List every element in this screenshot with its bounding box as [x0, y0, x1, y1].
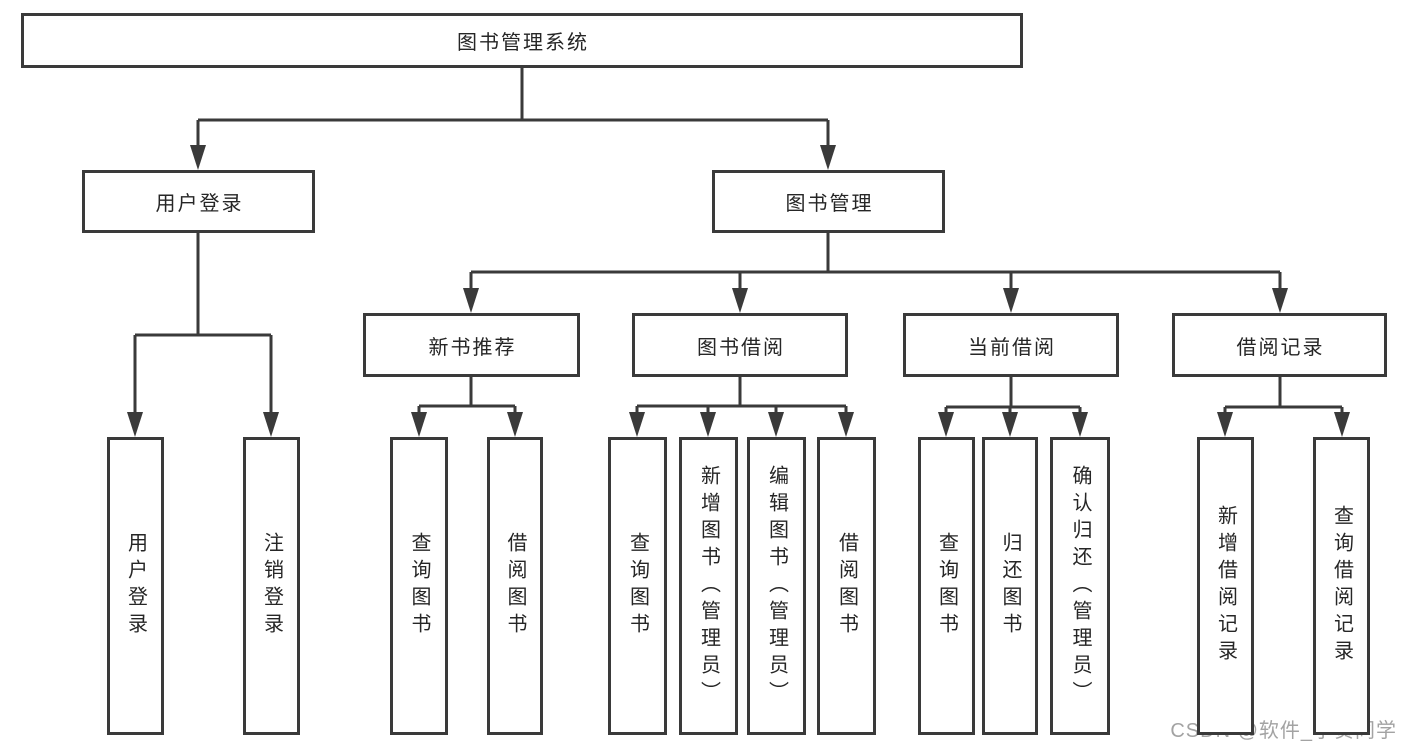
- node-root: 图书管理系统: [21, 13, 1023, 68]
- arrowhead-icon: [190, 145, 206, 170]
- arrowhead-icon: [127, 412, 143, 437]
- arrowhead-icon: [732, 288, 748, 313]
- arrowhead-icon: [411, 412, 427, 437]
- node-label: 注销登录: [260, 532, 283, 640]
- node-leaf-cb-return: 归还图书: [982, 437, 1038, 735]
- node-label: 图书借阅: [697, 336, 785, 359]
- node-label: 用户登录: [124, 532, 147, 640]
- node-label: 借阅图书: [504, 532, 526, 640]
- node-leaf-login: 用户登录: [107, 437, 164, 735]
- node-leaf-nb-borrow: 借阅图书: [487, 437, 543, 735]
- node-label: 图书管理系统: [457, 32, 589, 54]
- node-label: 查询图书: [935, 532, 958, 640]
- node-label: 新书推荐: [428, 336, 517, 359]
- arrowhead-icon: [768, 412, 784, 437]
- arrowhead-icon: [1003, 288, 1019, 313]
- arrowhead-icon: [1334, 412, 1350, 437]
- node-label: 查询图书: [626, 532, 649, 640]
- arrowhead-icon: [507, 412, 523, 437]
- arrowhead-icon: [1217, 412, 1233, 437]
- arrowhead-icon: [629, 412, 645, 437]
- node-leaf-rec-query: 查询借阅记录: [1313, 437, 1370, 735]
- node-leaf-bb-add: 新增图书（管理员）: [679, 437, 738, 735]
- node-leaf-bb-borrow: 借阅图书: [817, 437, 876, 735]
- node-borrow-records: 借阅记录: [1172, 313, 1387, 377]
- node-leaf-cb-query: 查询图书: [918, 437, 975, 735]
- node-label: 确认归还（管理员）: [1069, 464, 1091, 708]
- arrowhead-icon: [1002, 412, 1018, 437]
- node-label: 用户登录: [155, 193, 244, 215]
- node-label: 图书管理: [785, 193, 874, 215]
- node-new-books: 新书推荐: [363, 313, 580, 377]
- node-leaf-bb-edit: 编辑图书（管理员）: [747, 437, 806, 735]
- arrowhead-icon: [938, 412, 954, 437]
- node-leaf-bb-query: 查询图书: [608, 437, 667, 735]
- node-book-mgmt: 图书管理: [712, 170, 945, 233]
- arrowhead-icon: [263, 412, 279, 437]
- arrowhead-icon: [838, 412, 854, 437]
- node-label: 归还图书: [999, 532, 1021, 640]
- node-current-borrow: 当前借阅: [903, 313, 1119, 377]
- node-label: 借阅图书: [835, 532, 858, 640]
- node-leaf-rec-add: 新增借阅记录: [1197, 437, 1254, 735]
- arrowhead-icon: [700, 412, 716, 437]
- node-label: 编辑图书（管理员）: [765, 464, 788, 708]
- node-book-borrow: 图书借阅: [632, 313, 848, 377]
- node-leaf-logout: 注销登录: [243, 437, 300, 735]
- node-label: 新增借阅记录: [1214, 505, 1237, 667]
- node-leaf-nb-query: 查询图书: [390, 437, 448, 735]
- node-leaf-cb-confirm: 确认归还（管理员）: [1050, 437, 1110, 735]
- node-user-login: 用户登录: [82, 170, 315, 233]
- node-label: 当前借阅: [968, 336, 1056, 359]
- arrowhead-icon: [463, 288, 479, 313]
- arrowhead-icon: [1072, 412, 1088, 437]
- node-label: 新增图书（管理员）: [697, 464, 720, 708]
- node-label: 查询借阅记录: [1330, 505, 1353, 667]
- arrowhead-icon: [1272, 288, 1288, 313]
- node-label: 查询图书: [408, 532, 430, 640]
- node-label: 借阅记录: [1236, 336, 1325, 359]
- arrowhead-icon: [820, 145, 836, 170]
